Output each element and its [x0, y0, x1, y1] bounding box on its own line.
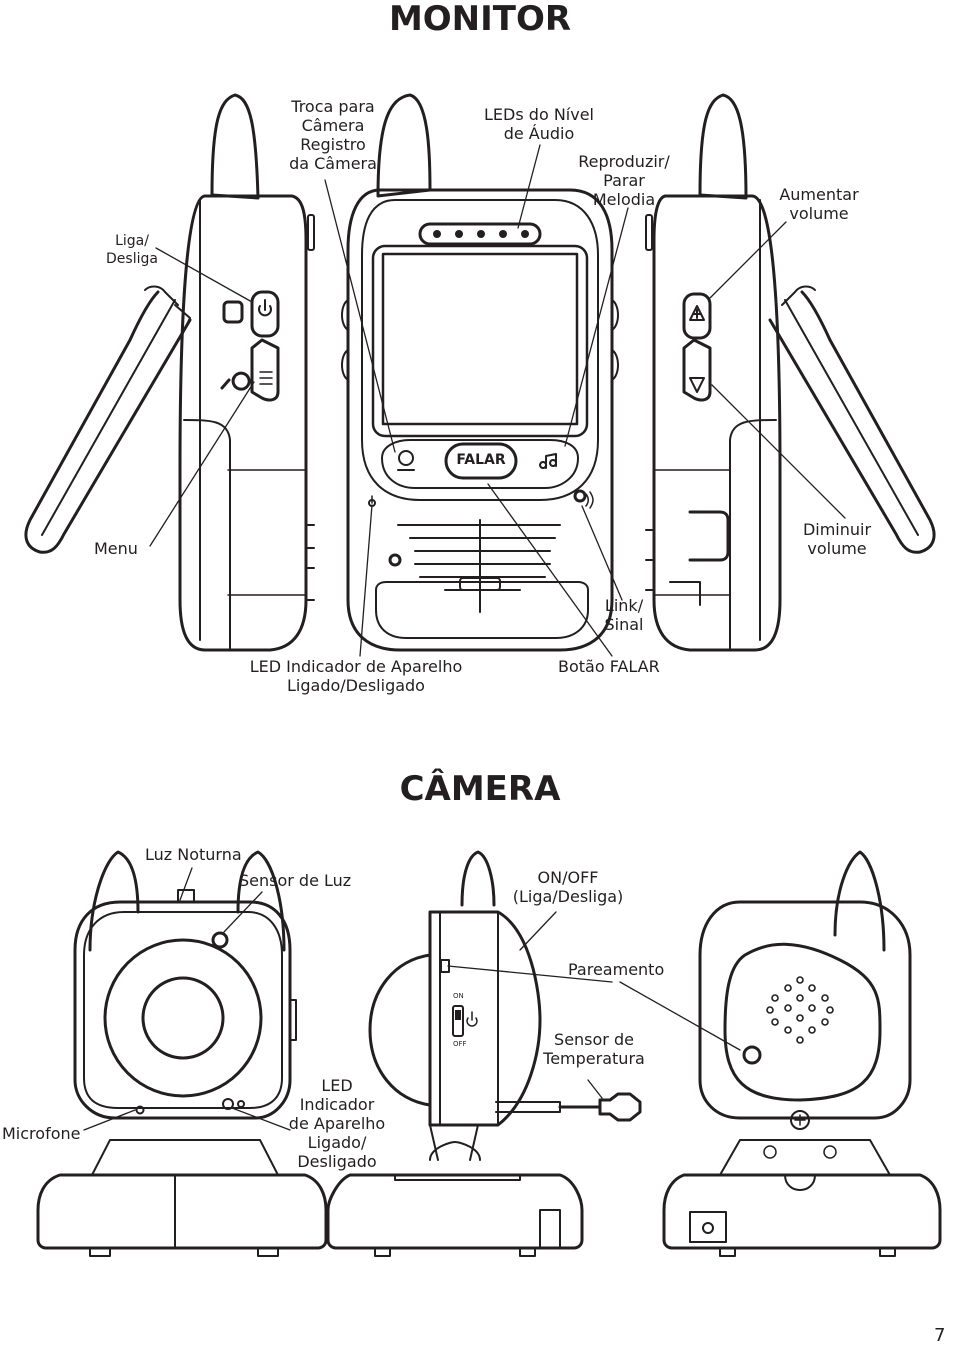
camera-title: CÂMERA	[399, 769, 561, 809]
microphone-hole	[135, 1105, 145, 1115]
monitor-left-clip	[24, 290, 192, 554]
menu-button	[250, 338, 280, 402]
night-light	[177, 889, 195, 903]
screen	[381, 252, 579, 426]
switch-on-label: ON	[453, 992, 464, 1000]
monitor-right-side-view	[645, 93, 936, 652]
talk-button	[444, 442, 518, 480]
camera-side-base	[326, 1173, 584, 1250]
label-on-off: ON/OFF (Liga/Desliga)	[512, 868, 624, 906]
label-power-led: LED Indicador de Aparelho Ligado/Desliga…	[249, 657, 463, 695]
monitor-front-view	[341, 93, 619, 652]
camera-side-view	[326, 850, 642, 1257]
on-off-switch	[452, 1005, 464, 1037]
monitor-front-body	[346, 188, 614, 652]
link-led	[573, 489, 587, 503]
monitor-leader-lines	[149, 144, 846, 657]
switch-off-label: OFF	[453, 1040, 467, 1048]
camera-leader-lines	[83, 867, 741, 1131]
label-talk-button: Botão FALAR	[558, 657, 660, 676]
label-temperature-sensor: Sensor de Temperatura	[543, 1030, 645, 1068]
monitor-left-body	[178, 194, 308, 652]
camera-lens	[141, 976, 225, 1060]
camera-front-head	[73, 900, 292, 1120]
volume-up-icon	[689, 305, 705, 321]
camera-back-view	[662, 850, 942, 1257]
camera-front-base	[36, 1173, 328, 1250]
volume-down-icon	[689, 377, 705, 393]
zoom-icon	[220, 371, 251, 391]
camera-back-base	[662, 1173, 942, 1250]
monitor-left-antenna	[210, 93, 260, 200]
dc-input	[689, 1211, 727, 1243]
camera-front-view	[36, 850, 328, 1257]
monitor-right-clip	[768, 290, 936, 554]
switch-power-icon	[466, 1011, 478, 1027]
label-microphone: Microfone	[2, 1124, 81, 1143]
camera-back-plate	[723, 942, 882, 1102]
back-speaker-holes	[766, 976, 834, 1044]
power-icon	[258, 299, 272, 317]
menu-icon	[259, 371, 273, 385]
volume-down-button	[682, 338, 712, 402]
monitor-right-antenna	[698, 93, 748, 200]
label-volume-up: Aumentar volume	[779, 185, 859, 223]
monitor-right-body	[652, 194, 782, 652]
label-link: Link/ Sinal	[604, 596, 644, 634]
camera-side-back	[368, 953, 432, 1107]
audio-leds	[433, 230, 529, 238]
camera-power-led	[222, 1098, 234, 1110]
audio-led-strip	[418, 222, 542, 246]
light-sensor	[211, 931, 229, 949]
speaker-grille	[397, 519, 561, 613]
monitor-left-side-view	[24, 93, 315, 652]
camera-front-ear-left	[88, 850, 140, 952]
dc-jack-cover	[688, 510, 730, 562]
volume-up-button	[682, 292, 712, 340]
camera-side-head	[428, 910, 542, 1127]
label-melody: Reproduzir/ Parar Melodia	[578, 152, 670, 209]
melody-icon	[539, 453, 558, 469]
camera-back-head	[698, 900, 912, 1120]
camera-switch-icon	[398, 450, 414, 466]
page-number: 7	[934, 1325, 946, 1346]
label-night-light: Luz Noturna	[145, 845, 242, 864]
label-light-sensor: Sensor de Luz	[239, 871, 352, 890]
temperature-probe	[598, 1092, 642, 1122]
label-volume-down: Diminuir volume	[802, 520, 872, 558]
camera-switch-button	[222, 300, 244, 324]
label-power: Liga/ Desliga	[106, 233, 158, 267]
label-camera-switch: Troca para Câmera Registro da Câmera	[289, 97, 377, 173]
camera-side-ear	[460, 850, 496, 907]
monitor-front-antenna	[376, 93, 432, 198]
monitor-title: MONITOR	[388, 0, 572, 39]
label-camera-power-led: LED Indicador de Aparelho Ligado/ Deslig…	[288, 1076, 386, 1171]
label-audio-leds: LEDs do Nível de Áudio	[484, 105, 594, 143]
power-button	[250, 290, 280, 338]
label-pairing: Pareamento	[568, 960, 665, 979]
temperature-sensor	[742, 1045, 762, 1065]
camera-lens-ring	[103, 938, 263, 1098]
talk-button-label: FALAR	[456, 452, 506, 468]
screen-bezel	[371, 244, 589, 438]
label-menu: Menu	[94, 539, 138, 558]
